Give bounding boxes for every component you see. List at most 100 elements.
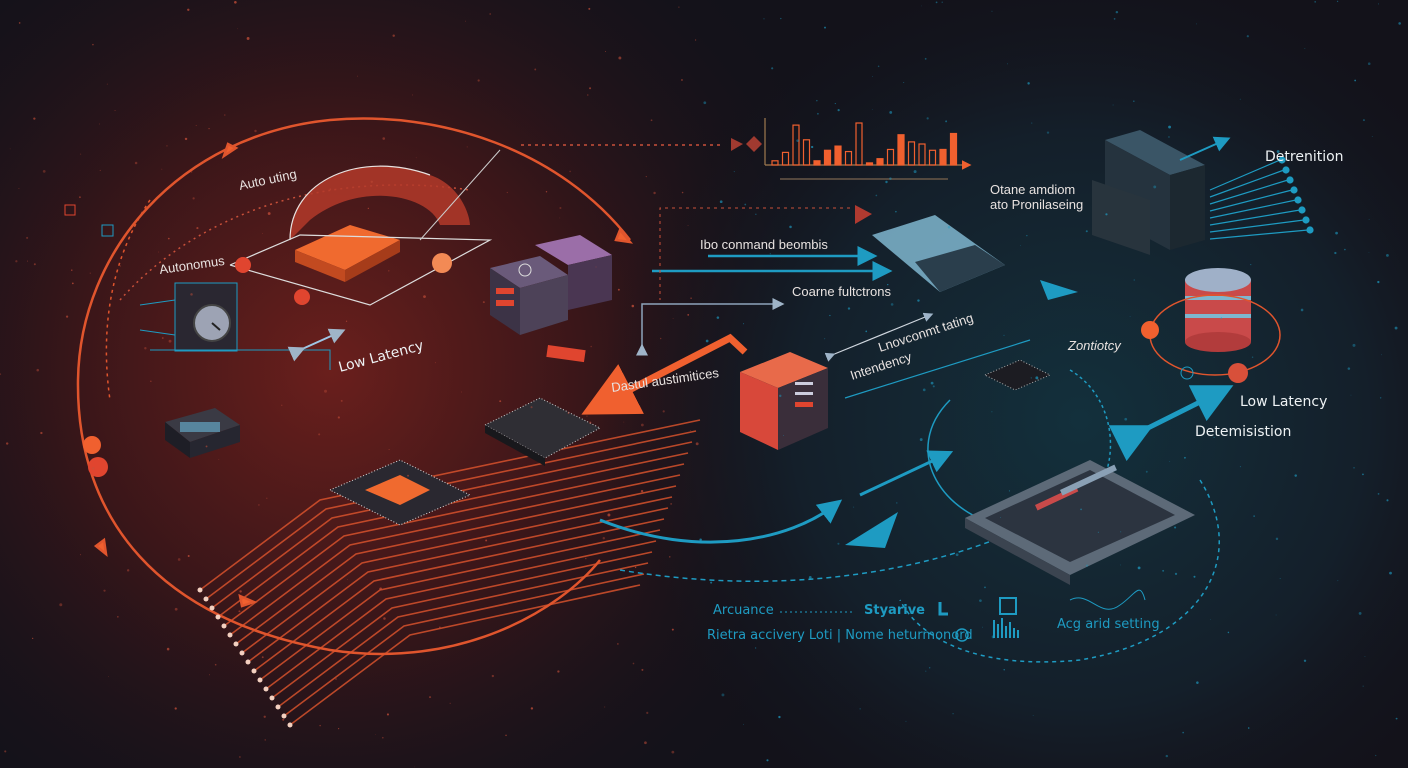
particle <box>1133 279 1135 281</box>
particle <box>301 301 305 304</box>
particle <box>161 168 163 170</box>
particle <box>1344 248 1346 251</box>
trace-end <box>1302 216 1310 224</box>
particle <box>808 576 812 579</box>
particle <box>357 75 359 77</box>
particle <box>415 157 417 159</box>
trace-end <box>227 632 233 638</box>
label-otane-2: ato Pronilaseing <box>990 197 1083 212</box>
particle <box>18 187 20 189</box>
particle <box>929 667 931 669</box>
particle <box>1347 367 1351 370</box>
sensor-chip <box>165 408 240 458</box>
chart-bar <box>781 151 790 166</box>
teal-trace <box>1209 199 1297 219</box>
particle <box>1174 526 1177 529</box>
trace-end <box>197 587 203 593</box>
particle <box>1196 23 1197 25</box>
dashed-orange-connector <box>659 207 850 300</box>
particle <box>1080 508 1082 511</box>
particle <box>1378 3 1379 5</box>
particle <box>1008 490 1011 492</box>
circuit-trace <box>217 452 689 618</box>
particle <box>18 22 21 24</box>
particle <box>168 339 172 343</box>
cpu-chip-secondary <box>483 397 602 466</box>
particle <box>239 590 242 593</box>
particle <box>1196 681 1199 684</box>
particle <box>79 196 81 199</box>
particle <box>1239 466 1241 468</box>
particle <box>1003 669 1005 671</box>
particle <box>586 415 588 417</box>
particle <box>313 268 315 270</box>
particle <box>337 416 340 419</box>
square-marker <box>64 204 76 216</box>
particle <box>796 139 799 142</box>
particle <box>1113 17 1116 20</box>
particle <box>466 146 468 148</box>
particle <box>1007 63 1008 65</box>
circuit-trace <box>277 562 649 708</box>
particle <box>234 0 237 4</box>
particle <box>783 435 784 437</box>
particle <box>567 412 570 414</box>
particle <box>80 554 82 556</box>
particle <box>991 635 995 639</box>
particle <box>530 707 534 710</box>
teal-traces <box>1209 156 1314 240</box>
particle <box>1246 35 1249 38</box>
particle <box>266 497 268 499</box>
particle <box>1020 245 1021 247</box>
particle <box>264 739 266 741</box>
particle <box>1314 1 1316 3</box>
circuit-trace <box>283 573 645 717</box>
particle <box>919 438 923 441</box>
particle <box>187 8 190 11</box>
particle <box>505 734 507 737</box>
particle <box>370 180 373 183</box>
particle <box>952 713 954 715</box>
particle <box>947 225 951 229</box>
particle <box>1153 185 1157 189</box>
particle <box>367 207 369 209</box>
particle <box>267 212 271 215</box>
trace-end <box>1298 206 1306 214</box>
dashed-arc <box>119 184 471 301</box>
particle <box>1124 417 1128 421</box>
trace-end <box>245 659 251 665</box>
squiggle <box>1069 589 1146 610</box>
particle <box>218 458 220 460</box>
particle <box>1213 436 1215 439</box>
particle <box>261 656 264 659</box>
particle <box>167 237 170 240</box>
particle <box>108 676 110 678</box>
particle <box>166 145 168 147</box>
particle <box>719 200 723 204</box>
particle <box>1193 575 1196 578</box>
particle <box>1389 571 1392 575</box>
particle <box>1030 377 1032 379</box>
particle <box>1184 456 1186 459</box>
particle <box>816 99 818 102</box>
particle <box>1352 343 1356 347</box>
particle <box>1220 317 1223 319</box>
particle <box>196 227 199 230</box>
trace-end <box>203 596 209 602</box>
particle <box>1362 685 1364 687</box>
particle <box>195 125 197 126</box>
particle <box>646 711 649 714</box>
label-detrenition: Detrenition <box>1265 149 1344 165</box>
particle <box>177 558 181 561</box>
particle <box>991 411 993 413</box>
particle <box>917 299 920 302</box>
teal-trace <box>1209 229 1309 240</box>
particle <box>559 207 562 210</box>
particle <box>634 566 637 569</box>
particle <box>345 320 348 322</box>
particle <box>33 117 36 120</box>
particle <box>1120 531 1122 533</box>
particle <box>187 554 190 557</box>
chart-bar <box>918 143 926 166</box>
